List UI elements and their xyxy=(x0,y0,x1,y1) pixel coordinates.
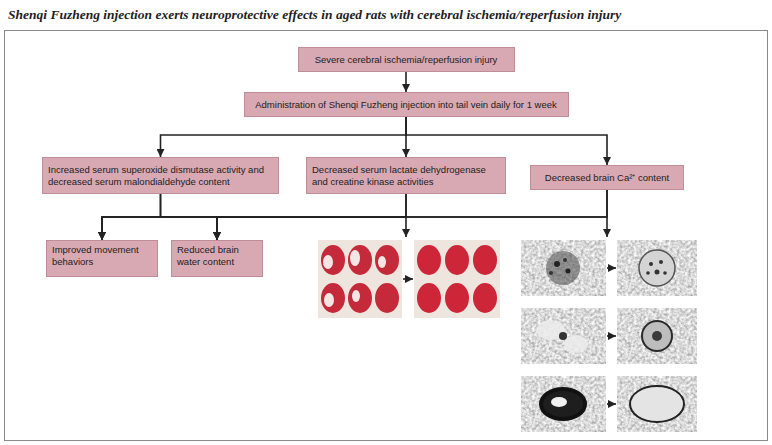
electron-micrograph xyxy=(554,261,560,267)
electron-micrograph xyxy=(617,376,697,432)
box-text: Decreased serum lactate dehydrogenase an… xyxy=(312,164,500,188)
brain-slice-photo xyxy=(473,283,497,313)
process-box: Decreased serum lactate dehydrogenase an… xyxy=(306,157,506,194)
compare-arrow xyxy=(607,335,616,337)
electron-micrograph xyxy=(617,308,697,364)
electron-micrograph xyxy=(521,376,606,432)
process-box: Increased serum superoxide dismutase act… xyxy=(42,157,279,194)
flow-arrow xyxy=(161,117,407,157)
brain-slice-photo xyxy=(445,245,469,275)
brain-slice-photo xyxy=(348,245,372,275)
electron-micrograph xyxy=(521,308,606,364)
electron-micrograph xyxy=(546,251,580,285)
brain-slice-photo xyxy=(318,240,402,318)
frame xyxy=(5,31,768,441)
drop-arrow xyxy=(406,217,607,237)
brain-slice-photo xyxy=(324,293,334,307)
electron-micrograph xyxy=(646,271,650,275)
compare-arrow xyxy=(607,403,616,405)
electron-micrograph xyxy=(649,262,653,266)
process-box: Improved movement behaviors xyxy=(46,240,158,277)
brain-slice-photo xyxy=(323,255,333,269)
box-text: Administration of Shenqi Fuzheng injecti… xyxy=(255,99,557,111)
electron-micrograph xyxy=(617,308,697,364)
electron-micrograph xyxy=(521,240,606,296)
flow-arrow xyxy=(405,72,407,92)
electron-micrograph xyxy=(617,376,697,432)
electron-micrograph xyxy=(566,269,571,274)
box-text: Severe cerebral ischemia/reperfusion inj… xyxy=(315,54,498,66)
electron-micrograph xyxy=(617,240,697,296)
electron-micrograph xyxy=(663,271,667,275)
brain-slice-photo xyxy=(378,256,386,268)
brain-slice-photo xyxy=(375,283,399,313)
electron-micrograph xyxy=(652,331,662,341)
compare-arrow xyxy=(607,267,616,269)
process-box: Decreased brain Ca²⁺ content xyxy=(530,165,684,190)
diagram-title: Shenqi Fuzheng injection exerts neuropro… xyxy=(8,7,621,23)
electron-micrograph xyxy=(521,308,606,364)
brain-slice-photo xyxy=(321,245,345,275)
electron-micrograph xyxy=(549,271,553,275)
brain-slice-photo xyxy=(417,283,441,313)
process-box: Administration of Shenqi Fuzheng injecti… xyxy=(244,92,569,117)
brain-slice-photo xyxy=(473,245,497,275)
process-box: Reduced brain water content xyxy=(171,240,263,277)
electron-micrograph xyxy=(563,258,567,262)
brain-slice-photo xyxy=(350,250,360,266)
electron-micrograph xyxy=(551,397,567,407)
electron-micrograph xyxy=(564,335,588,353)
box-text: Increased serum superoxide dismutase act… xyxy=(48,164,273,188)
brain-slice-photo xyxy=(321,283,345,313)
flow-arrow xyxy=(102,190,607,240)
brain-slice-photo xyxy=(417,245,441,275)
electron-micrograph xyxy=(521,376,606,432)
electron-micrograph xyxy=(642,321,672,351)
compare-arrow xyxy=(403,278,413,280)
brain-slice-photo xyxy=(445,283,469,313)
brain-slice-photo xyxy=(375,245,399,275)
electron-micrograph xyxy=(541,389,585,419)
electron-micrograph xyxy=(630,386,684,422)
electron-micrograph xyxy=(659,260,663,264)
brain-slice-photo xyxy=(414,240,500,318)
brain-slice-photo xyxy=(414,240,500,318)
brain-slice-photo xyxy=(352,290,360,302)
box-text: Improved movement behaviors xyxy=(52,244,152,268)
electron-micrograph xyxy=(639,250,675,286)
electron-micrograph xyxy=(559,332,567,340)
brain-slice-photo xyxy=(348,283,372,313)
box-text: Decreased brain Ca²⁺ content xyxy=(545,172,669,184)
drop-arrow xyxy=(606,217,608,237)
flow-arrow xyxy=(217,190,607,240)
electron-micrograph xyxy=(655,270,660,275)
electron-micrograph xyxy=(617,240,697,296)
brain-slice-photo xyxy=(318,240,402,318)
process-box: Severe cerebral ischemia/reperfusion inj… xyxy=(298,47,515,72)
electron-micrograph xyxy=(521,240,606,296)
box-text: Reduced brain water content xyxy=(177,244,257,268)
drop-arrow xyxy=(405,217,407,237)
